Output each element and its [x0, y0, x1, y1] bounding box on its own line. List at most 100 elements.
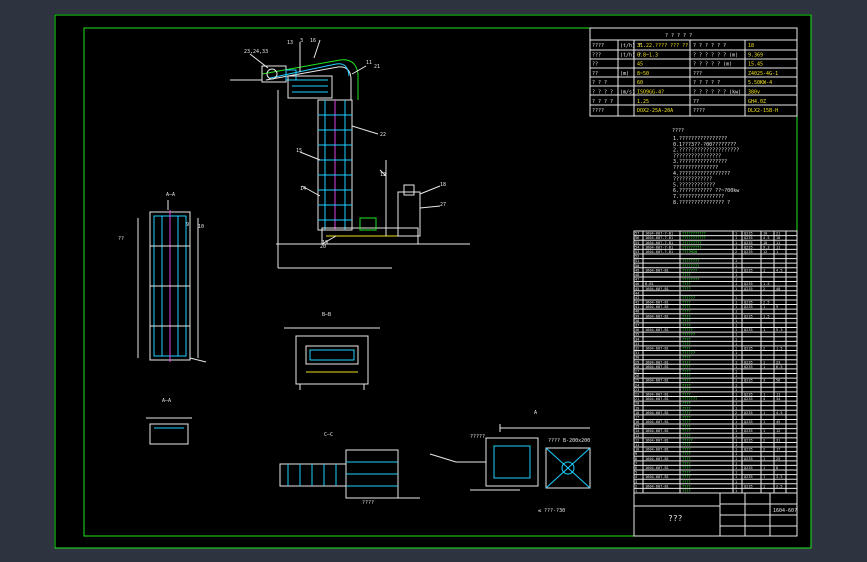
parts-cell: Q235 — [744, 457, 753, 461]
parts-cell: 1 — [735, 383, 737, 387]
parts-cell: 1 — [735, 415, 737, 419]
parts-cell: 1 — [735, 466, 737, 470]
parts-cell: Q235 — [744, 287, 753, 291]
parts-cell: ???? — [682, 489, 691, 493]
parts-cell: 1604-60?-B1 — [645, 360, 669, 364]
parts-cell: 1 — [735, 461, 737, 465]
title-block-cell: 15.45 — [748, 62, 763, 68]
outer-frame — [54, 14, 812, 549]
parts-cell: 1604-60?-B1 — [645, 365, 669, 369]
parts-cell: 40 — [776, 287, 780, 291]
parts-cell: Q235 — [744, 301, 753, 305]
title-block-cell: ? ? ? ? ? ? (m) — [693, 52, 738, 58]
parts-cell: 49 — [635, 268, 639, 272]
parts-cell: ???? — [682, 301, 691, 305]
parts-cell: 1 — [735, 374, 737, 378]
parts-cell: ???? — [682, 461, 691, 465]
callout-label: 10 — [198, 224, 204, 230]
detail-a: A ???? B-200x200 ????? ≤ ???-?30 — [429, 410, 591, 514]
callout-label: 16 — [310, 38, 316, 44]
parts-cell: 30 — [635, 356, 639, 360]
parts-cell: 12 — [776, 429, 780, 433]
parts-cell: 1 — [763, 305, 765, 309]
parts-cell: 1604-60?-B1 — [645, 301, 669, 305]
parts-cell: 1604-60?-B1 — [645, 438, 669, 442]
parts-cell: 1 — [735, 434, 737, 438]
parts-cell: 1 — [763, 457, 765, 461]
title-block: ? ? ? ? ? ????(t/h) ?31.22.???? ??? ??? … — [589, 27, 798, 117]
parts-cell: 25 — [776, 457, 780, 461]
parts-cell: Q235 — [744, 392, 753, 396]
title-block-cell: 45 — [637, 62, 643, 68]
parts-cell: 1 — [735, 429, 737, 433]
parts-cell: 42 — [635, 301, 639, 305]
parts-cell: 2 — [635, 484, 637, 488]
callout-label: 11 — [366, 60, 372, 66]
parts-cell: ???????? — [682, 278, 699, 282]
parts-cell: 1604-60?-?-B1 — [645, 241, 673, 245]
title-block-cell: Z4025-4G-1 — [748, 71, 778, 77]
title-block-cell: ? ? ? ? — [592, 90, 613, 96]
parts-cell: 19 — [635, 406, 639, 410]
callout-label: 27 — [440, 202, 446, 208]
parts-cell: 1 — [735, 489, 737, 493]
title-block-cell: DLX2-15B-H — [748, 108, 778, 114]
callout-label: 23,24,33 — [244, 49, 268, 55]
parts-cell: 1 — [735, 406, 737, 410]
parts-cell: ????????? — [682, 245, 701, 249]
parts-cell: 1 — [763, 466, 765, 470]
parts-cell: Q235 — [744, 438, 753, 442]
parts-cell: 1 — [735, 273, 737, 277]
parts-cell: ???? — [682, 406, 691, 410]
parts-cell: ???? — [682, 314, 691, 318]
parts-cell: 2 — [763, 287, 765, 291]
parts-cell: Q235 — [744, 314, 753, 318]
parts-cell: 11 — [776, 241, 780, 245]
parts-cell: 31 — [776, 438, 780, 442]
parts-cell: ???? — [682, 402, 691, 406]
note-line: 3.???????????????? — [673, 159, 727, 165]
parts-cell: Q235 — [744, 379, 753, 383]
drawing-sheet[interactable] — [54, 14, 811, 548]
note-line: 6.??????????? ??~?00kw — [673, 188, 740, 194]
parts-cell: ???? — [682, 342, 691, 346]
note-line: ????????????? — [673, 177, 712, 183]
parts-cell: 1 — [735, 388, 737, 392]
title-block-cell: ISO9GG-4? — [637, 90, 664, 96]
parts-cell: 21 — [635, 397, 639, 401]
parts-cell: 10 — [635, 448, 639, 452]
section-aa-small-label: A—A — [162, 398, 171, 404]
parts-cell: 27 — [635, 369, 639, 373]
parts-cell: 1604-60?-?-B1 — [645, 245, 673, 249]
title-block-cell: 18 — [748, 43, 754, 49]
parts-cell: 3.5 — [776, 475, 783, 479]
parts-cell: ???? — [682, 452, 691, 456]
parts-cell: Q235 — [744, 268, 753, 272]
title-block-cell: ???? — [592, 43, 604, 49]
title-block-cell: (t/h) ? — [620, 52, 641, 58]
parts-cell: 1 — [735, 438, 737, 442]
parts-cell: ????? — [682, 328, 693, 332]
callout-label: 22 — [380, 132, 386, 138]
parts-cell: Q235 — [744, 236, 753, 240]
parts-cell: 54 — [635, 245, 639, 249]
title-block-cell: ? ? ? ? ? — [693, 80, 720, 86]
parts-cell: 1 — [735, 369, 737, 373]
parts-cell: 1604-60?-B1 — [645, 466, 669, 470]
parts-cell: ???? — [682, 388, 691, 392]
section-aa-small: A—A — [146, 398, 192, 445]
section-cc: C—C ???? — [279, 432, 420, 506]
parts-cell: 3 — [763, 379, 765, 383]
callout-label: 15 — [296, 148, 302, 154]
elevator-elevation — [230, 39, 470, 269]
parts-cell: ???? — [682, 287, 691, 291]
parts-cell: ???? — [682, 429, 691, 433]
detail-beam-label: ≤ ???-?30 — [538, 508, 565, 514]
parts-cell: 45 — [635, 287, 639, 291]
parts-cell: 1604-60?-B1 — [645, 397, 669, 401]
parts-cell: ???? — [682, 374, 691, 378]
parts-cell: Q235 — [744, 484, 753, 488]
title-block-cell: ??? — [592, 52, 601, 58]
